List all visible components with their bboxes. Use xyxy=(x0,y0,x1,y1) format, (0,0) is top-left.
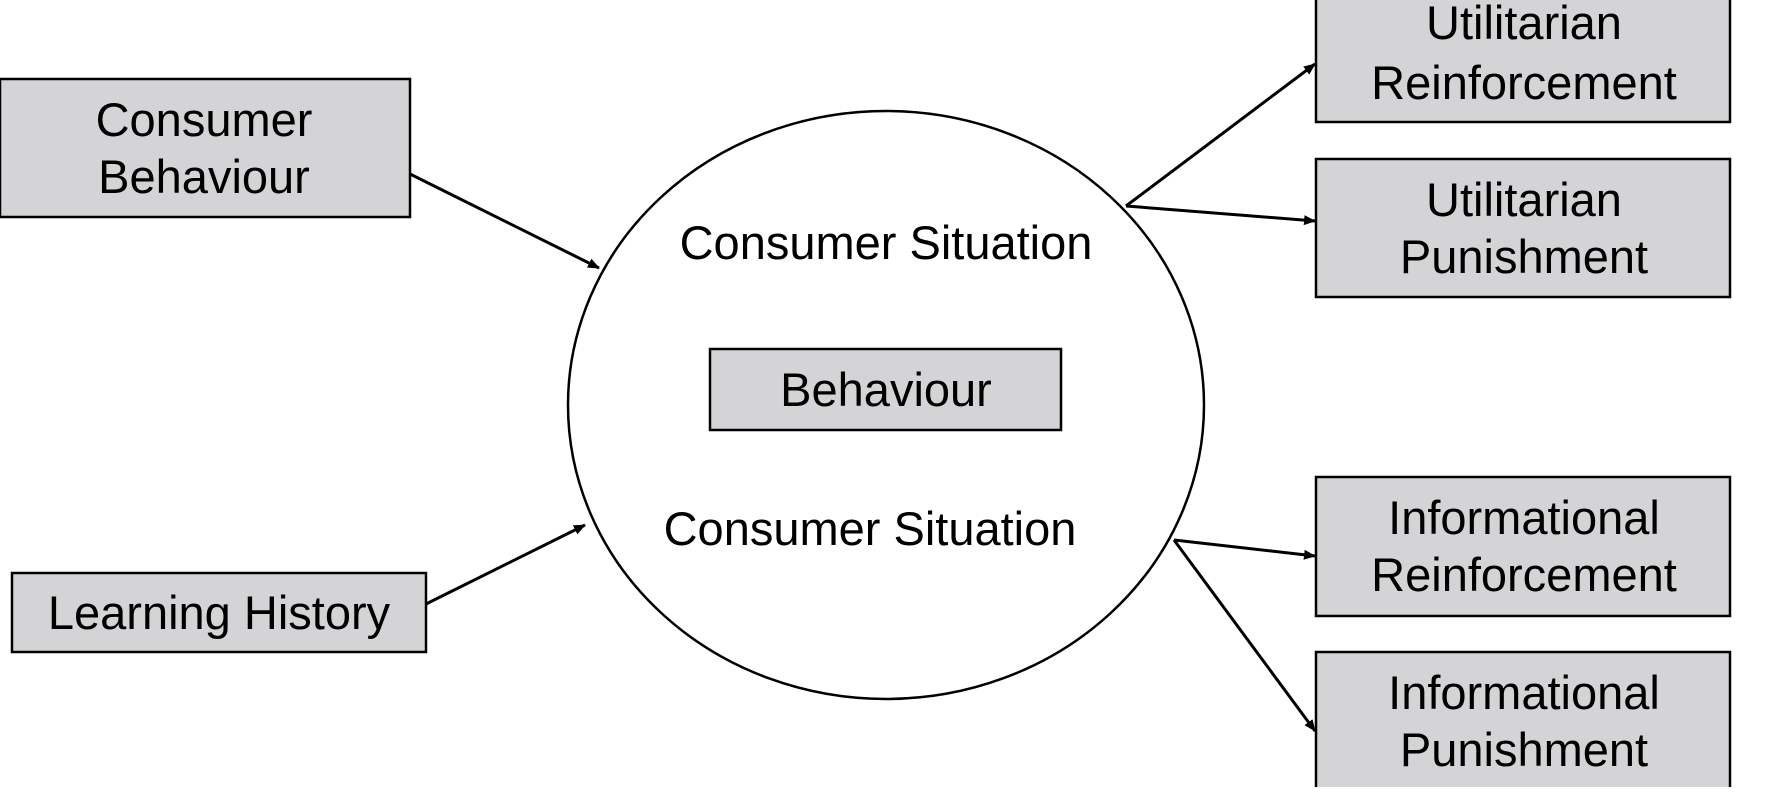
consumer-behaviour-line2: Behaviour xyxy=(98,150,310,203)
learning-history-box: Learning History xyxy=(10,571,428,654)
arrow-situation-to-informational-punishment xyxy=(1172,539,1317,732)
arrow-situation-to-utilitarian-reinforcement xyxy=(1125,62,1316,208)
consumer-situation-upper-label: Consumer Situation xyxy=(680,216,1093,269)
informational-punishment-line2: Punishment xyxy=(1400,723,1648,776)
behaviour-box: Behaviour xyxy=(708,347,1063,432)
informational-reinforcement-line2: Reinforcement xyxy=(1371,548,1677,601)
consumer-behaviour-line1: Consumer xyxy=(96,93,313,146)
arrow-situation-to-informational-reinforcement xyxy=(1173,538,1316,560)
consumer-situation-lower-label: Consumer Situation xyxy=(664,502,1077,555)
arrow-situation-to-utilitarian-punishment xyxy=(1125,204,1316,226)
utilitarian-reinforcement-line2: Reinforcement xyxy=(1371,56,1677,109)
utilitarian-reinforcement-line1: Utilitarian xyxy=(1426,0,1622,49)
informational-punishment-line1: Informational xyxy=(1388,666,1660,719)
utilitarian-punishment-box: Utilitarian Punishment xyxy=(1314,157,1732,299)
utilitarian-punishment-line2: Punishment xyxy=(1400,230,1648,283)
behaviour-label: Behaviour xyxy=(780,363,992,416)
utilitarian-punishment-line1: Utilitarian xyxy=(1426,173,1622,226)
consumer-behaviour-box: Consumer Behaviour xyxy=(0,77,412,219)
arrow-learning-history-to-situation xyxy=(425,523,586,606)
utilitarian-reinforcement-box: Utilitarian Reinforcement xyxy=(1314,0,1732,124)
arrow-consumer-behaviour-to-situation xyxy=(409,172,600,270)
learning-history-label: Learning History xyxy=(48,586,391,639)
informational-punishment-box: Informational Punishment xyxy=(1314,650,1732,792)
informational-reinforcement-box: Informational Reinforcement xyxy=(1314,475,1732,618)
informational-reinforcement-line1: Informational xyxy=(1388,491,1660,544)
